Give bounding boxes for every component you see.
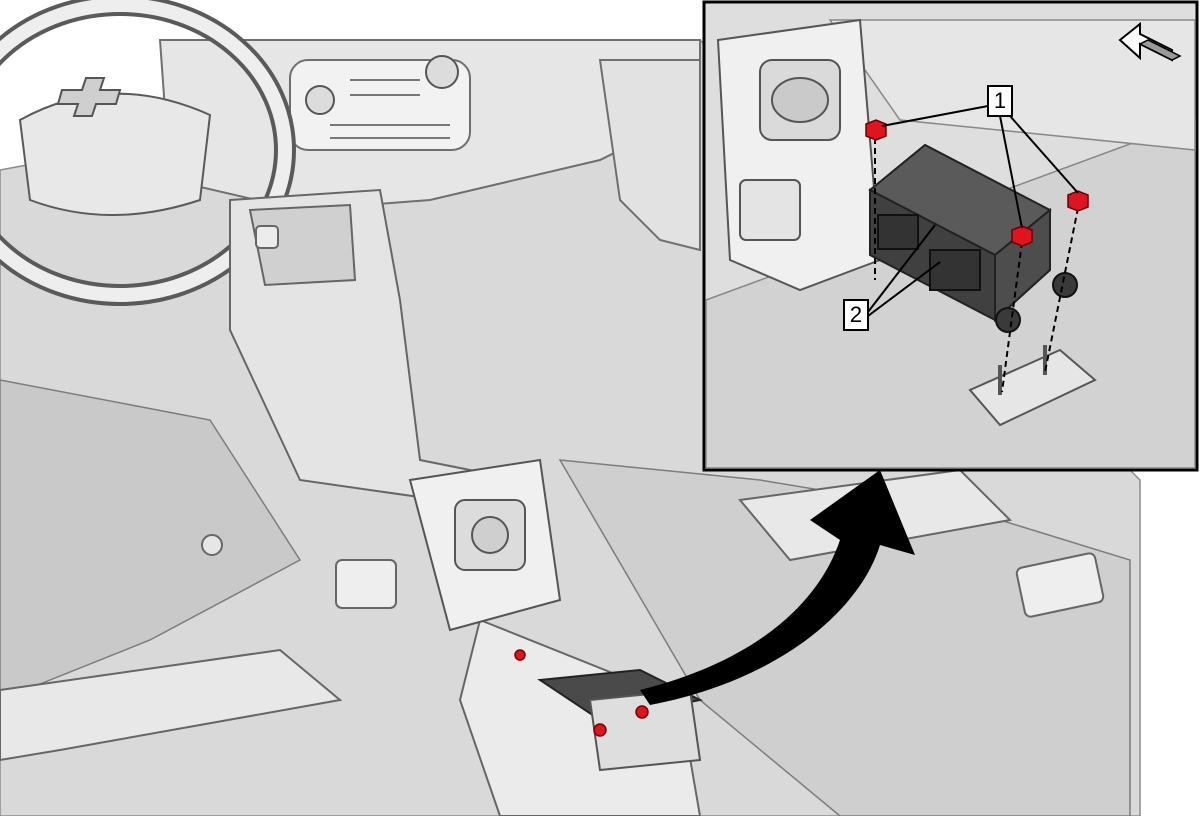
floor-carpet-right (558, 459, 1131, 816)
module-connector (877, 214, 919, 250)
floor-carpet-left (0, 379, 302, 701)
door-pillar-trim (598, 59, 701, 252)
floor-plug (201, 534, 223, 556)
seat-belt-buckle-bracket (408, 458, 562, 632)
detail-pointer-arrow (640, 470, 915, 705)
module-connector (929, 249, 981, 291)
callout-2-label: 2 (850, 302, 862, 327)
callout-1-label: 1 (994, 88, 1006, 113)
module-mount-ear (995, 307, 1021, 333)
callout-2: 2 (843, 299, 869, 331)
hvac-controls (289, 55, 471, 151)
front-direction-arrow-icon (1118, 21, 1182, 62)
floor-bracket-right (1015, 552, 1105, 618)
fastener-nut (1067, 190, 1089, 212)
fastener-nut (1011, 225, 1033, 247)
console-button (255, 225, 279, 249)
steering-wheel (0, 0, 296, 306)
floor-bracket-left (335, 559, 397, 609)
callout-leaders (867, 105, 1079, 317)
detail-inset: 1 2 (702, 0, 1199, 472)
fastener-small (635, 705, 649, 719)
module-mount-location (514, 649, 704, 772)
fastener-nut (865, 119, 887, 141)
module-side-face (994, 207, 1051, 323)
fastener-small (593, 723, 607, 737)
chevrolet-bowtie-icon (56, 77, 122, 117)
inset-seat-bracket (716, 18, 882, 292)
module-mount-ear (1052, 272, 1078, 298)
fasteners-item-1 (865, 119, 1089, 247)
mounting-studs (874, 138, 1097, 427)
floor-cross-member-left (0, 648, 343, 762)
callout-1: 1 (987, 85, 1013, 117)
control-module (868, 143, 1078, 333)
fastener-small (514, 649, 526, 661)
console-storage-bin (248, 203, 357, 287)
